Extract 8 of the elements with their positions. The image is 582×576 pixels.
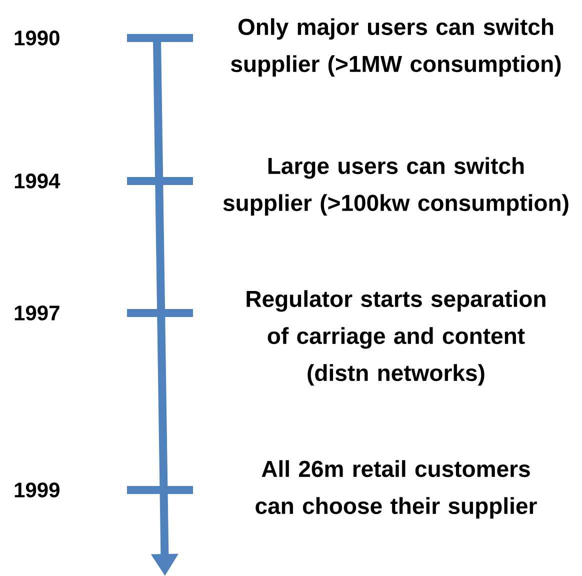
year-label: 1990 — [14, 30, 60, 46]
year-label: 1999 — [14, 482, 60, 498]
event-description: All 26m retail customers can choose their supplier — [256, 460, 537, 519]
year-label: 1997 — [14, 306, 60, 320]
event-description: Large users can switch supplier (>100kw consumption) — [223, 157, 568, 216]
year-label: 1994 — [14, 174, 60, 188]
event-description: Regulator starts separation of carriage and content (distn networks) — [246, 290, 546, 386]
event-description: Only major users can switch supplier (>1MW consumption) — [231, 18, 561, 77]
